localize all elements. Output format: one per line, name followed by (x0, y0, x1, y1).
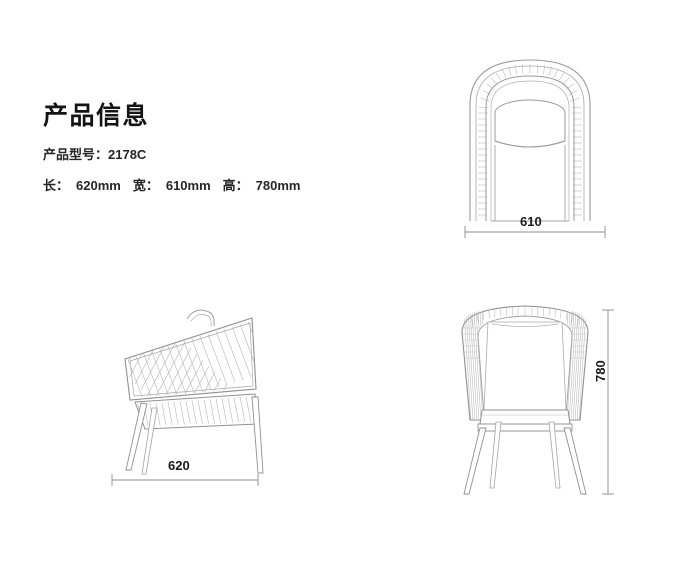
chair-back-view-drawing (95, 300, 295, 490)
length-value: 620mm (76, 178, 121, 193)
model-number-line: 产品型号：2178C (43, 148, 312, 161)
top-inner-outline (485, 75, 575, 221)
chair-front-view-drawing (440, 298, 640, 498)
back-leg-front-left (125, 402, 148, 471)
dimension-label-780: 780 (593, 360, 608, 382)
top-seat-sides (494, 145, 566, 221)
dimension-label-610: 610 (520, 214, 542, 229)
front-leg-front-right (563, 427, 587, 495)
width-label: 宽： (132, 178, 159, 193)
top-cushion-front-edge (494, 140, 566, 148)
back-leg-rear-left (141, 407, 158, 475)
back-top-loop-inner (190, 314, 212, 328)
product-info-block: 产品信息 产品型号：2178C 长： 620mm 宽： 610mm 高： 780mm (43, 102, 312, 193)
back-leg-right (251, 396, 264, 474)
height-label: 高： (222, 178, 249, 193)
top-cushion-body (494, 113, 566, 148)
dimensions-line: 长： 620mm 宽： 610mm 高： 780mm (43, 179, 312, 192)
length-label: 长： (43, 178, 70, 193)
front-cushion-top-curve (491, 323, 559, 327)
model-number-label: 产品型号： (43, 147, 109, 162)
chair-top-view-drawing (440, 45, 620, 238)
front-leg-rear-right (548, 421, 561, 489)
front-leg-front-left (463, 427, 487, 495)
dimension-label-620: 620 (168, 458, 190, 473)
front-dimension-line-780 (602, 309, 614, 495)
front-back-cushion (483, 321, 567, 411)
back-top-loop (186, 309, 215, 327)
page-title: 产品信息 (43, 102, 150, 130)
top-inner-secondary (490, 80, 570, 221)
top-dimension-line-610 (464, 226, 606, 238)
back-backrest-inner (129, 322, 254, 397)
front-seat-cushion (479, 409, 571, 425)
back-dimension-line-620 (111, 474, 259, 486)
width-value: 610mm (165, 178, 211, 193)
top-seat-fill (495, 137, 565, 221)
height-value: 780mm (255, 178, 301, 193)
model-number-value: 2178C (108, 147, 147, 162)
front-leg-rear-left (489, 421, 502, 489)
front-seat-rail (477, 423, 573, 432)
